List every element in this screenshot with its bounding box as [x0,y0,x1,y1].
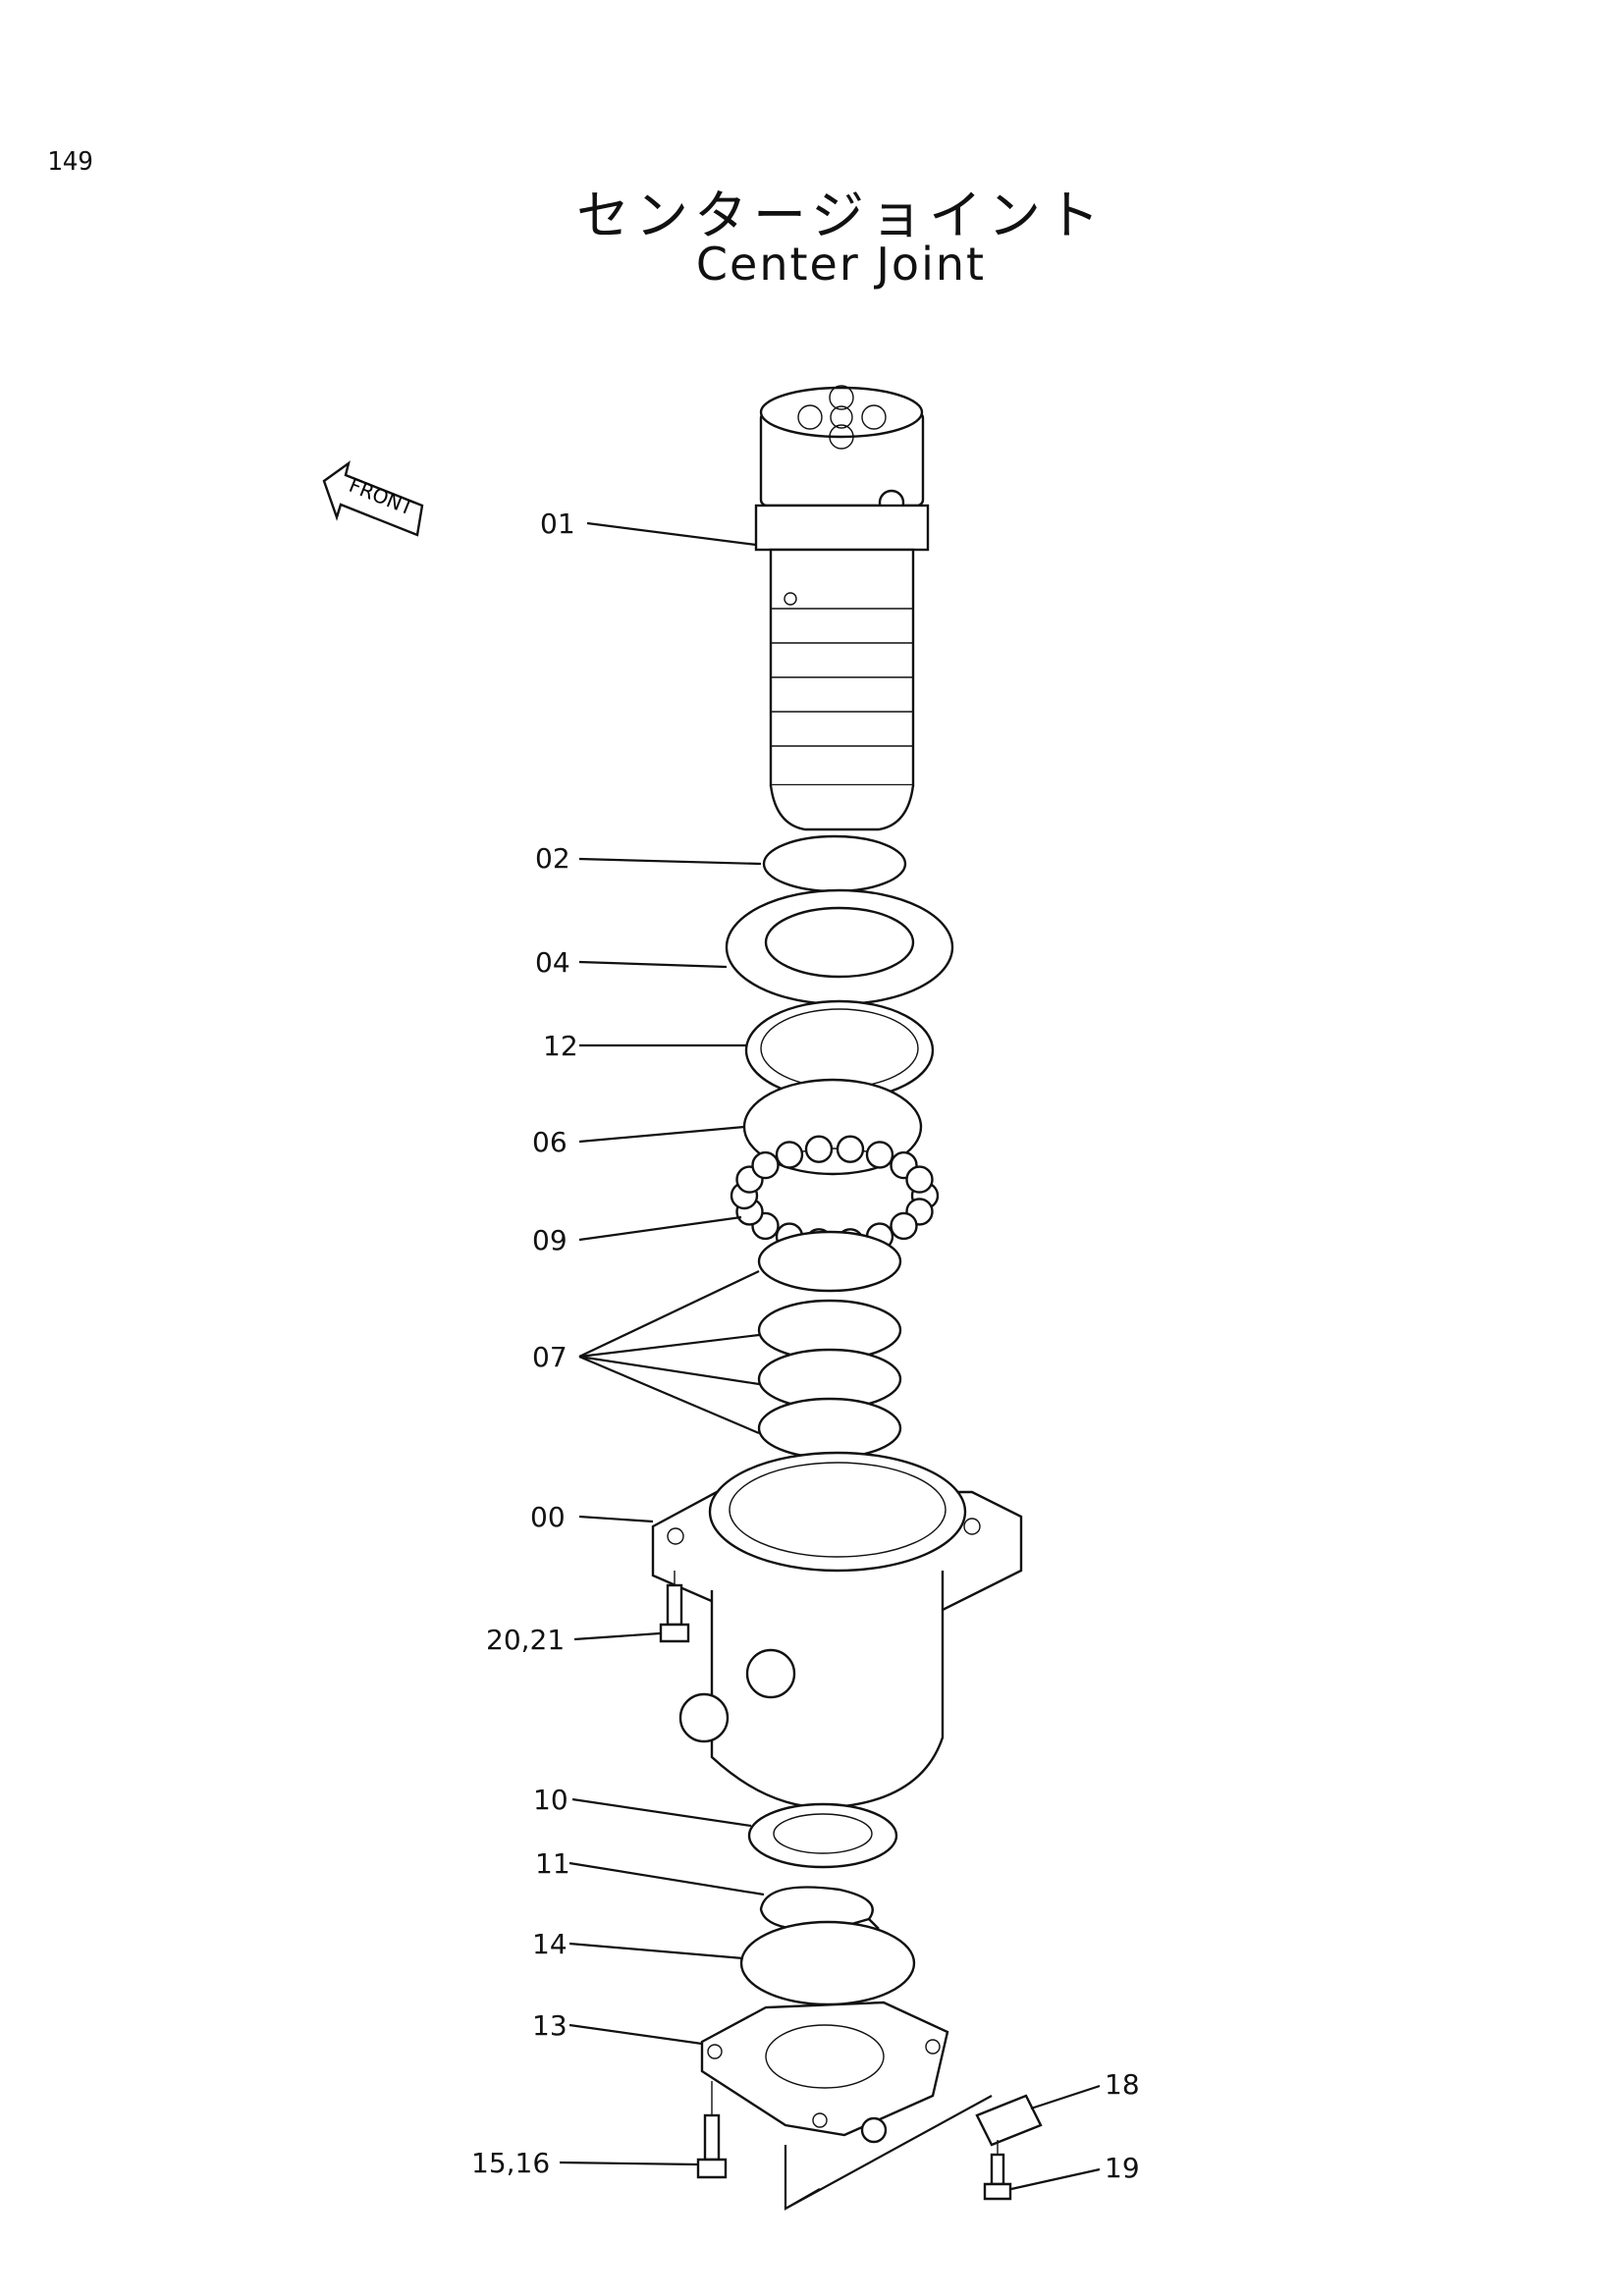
part-00-housing [651,1451,1023,1809]
part-18-plate [975,2094,1043,2147]
steel-ball [890,1211,918,1241]
part-13-cover [700,2001,949,2144]
steel-ball [865,1141,894,1169]
callout-02: 02 [535,842,570,875]
callout-09: 09 [532,1224,568,1256]
callout-04: 04 [535,946,570,979]
callout-10: 10 [533,1784,568,1816]
page-title-english: Center Joint [695,238,987,291]
front-arrow-icon: FRONT [322,460,424,537]
part-19-bolt [983,2153,1012,2201]
part-07-seals [757,1230,902,1460]
part-01-spindle [754,385,930,831]
steel-ball [751,1150,780,1180]
callout-18: 18 [1105,2068,1140,2101]
callout-00: 00 [530,1501,566,1533]
part-14-o-ring [739,1920,916,2006]
callout-12: 12 [543,1030,578,1062]
callout-07: 07 [532,1341,568,1373]
callout-06: 06 [532,1126,568,1158]
callout-14: 14 [532,1928,568,1960]
part-15-16-bolt [696,2113,728,2179]
steel-ball [775,1141,804,1169]
steel-ball [804,1135,834,1163]
page-title-japanese: センタージョイント [576,185,1106,246]
callout-20-21: 20,21 [486,1624,565,1656]
callout-13: 13 [532,2009,568,2042]
callouts: 01 02 04 12 06 09 07 00 20,21 10 11 14 1… [471,507,1140,2191]
part-04-seal-plate [725,888,954,1006]
part-20-21-bolt [659,1583,690,1643]
assembly-bracket [784,2095,993,2211]
part-02-o-ring [762,834,907,893]
steel-ball [905,1165,934,1194]
part-10-washer [747,1802,898,1869]
page-number: 149 [47,147,93,177]
steel-ball [836,1135,865,1163]
callout-01: 01 [540,507,575,540]
callout-19: 19 [1105,2152,1140,2184]
callout-11: 11 [535,1847,570,1880]
callout-15-16: 15,16 [471,2147,550,2179]
